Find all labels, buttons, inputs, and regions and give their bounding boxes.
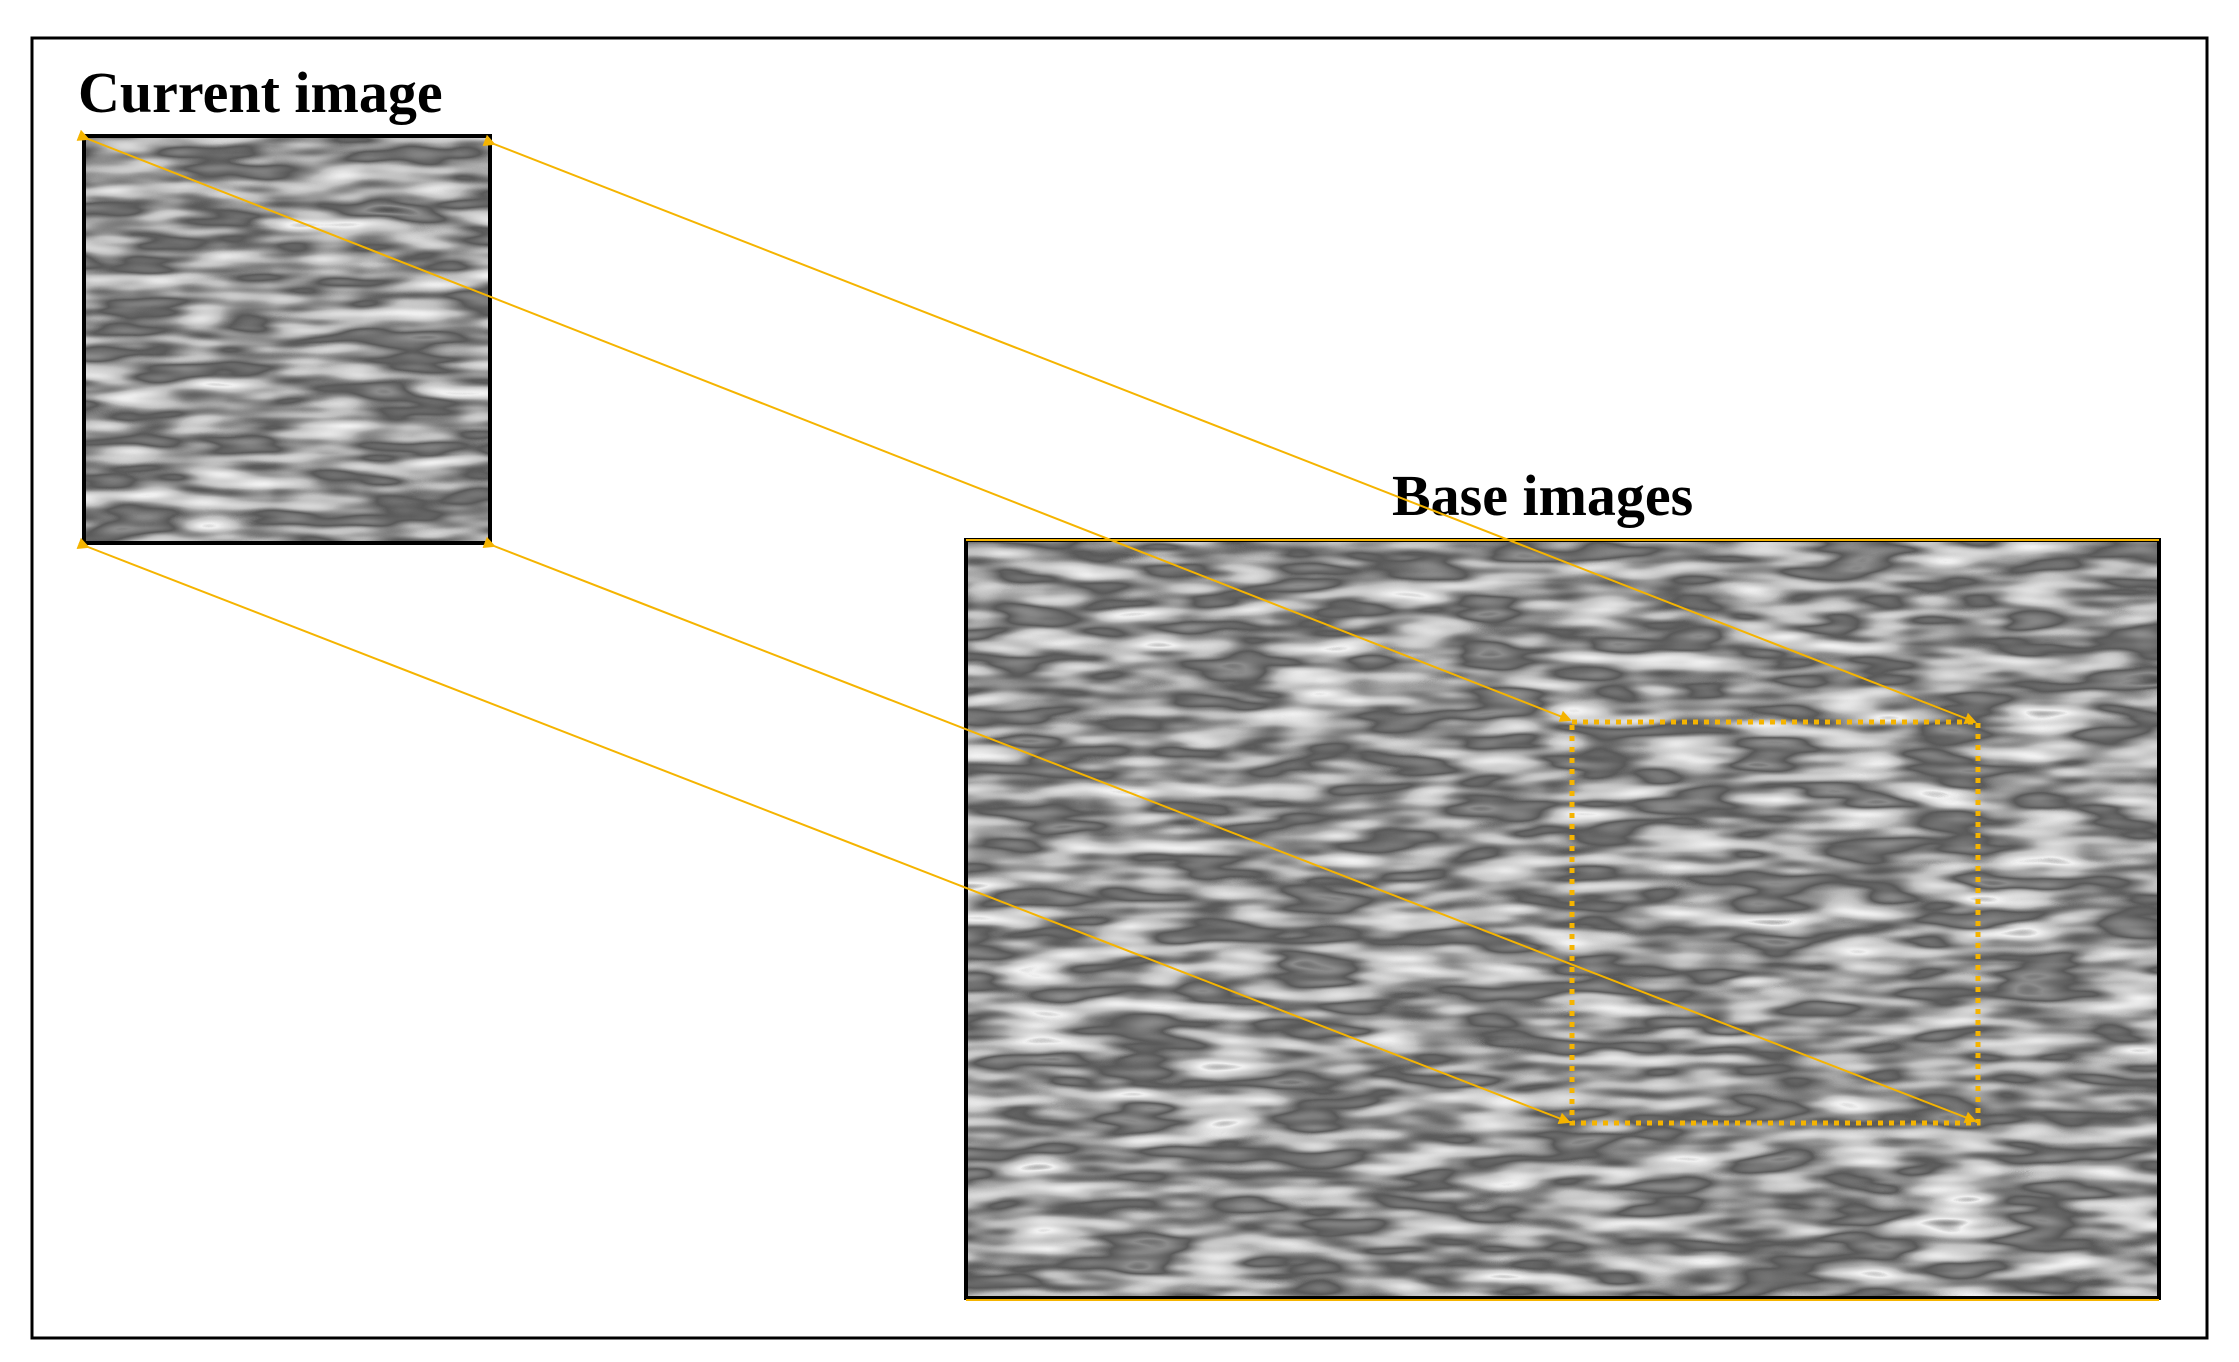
current-image-label: Current image xyxy=(78,60,443,125)
correspondence-arrows xyxy=(76,129,1977,1124)
base-images-label: Base images xyxy=(1392,463,1693,528)
arrow-bottom-right xyxy=(482,536,1977,1123)
current-image-panel xyxy=(84,136,490,543)
base-image-panel xyxy=(966,540,2159,1298)
